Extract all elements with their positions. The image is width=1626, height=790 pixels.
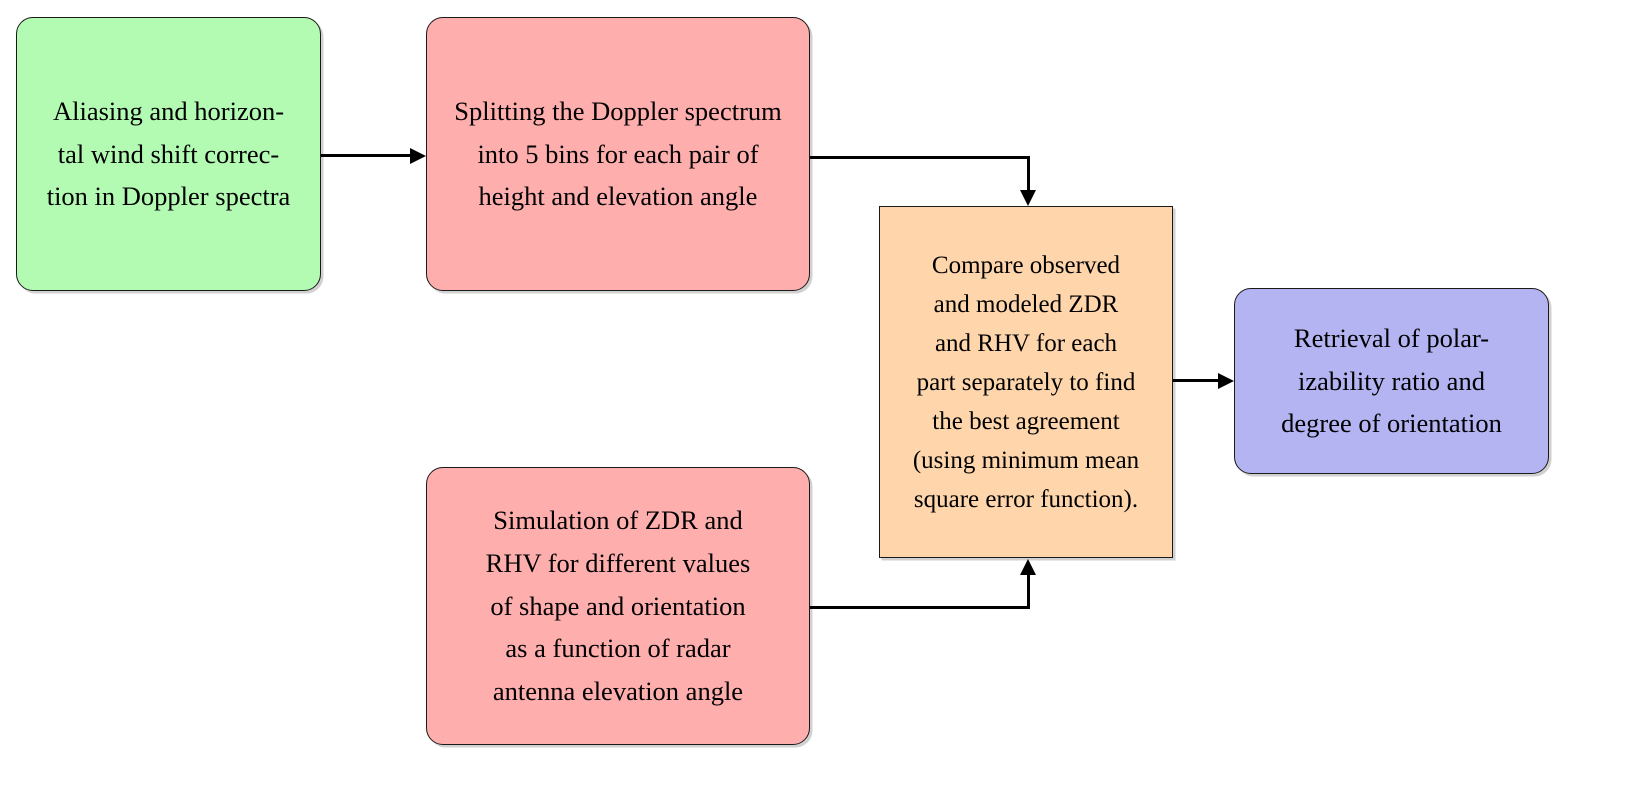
edge-aliasing-to-splitting-line <box>321 154 411 157</box>
node-simulation-label: Simulation of ZDR and RHV for different … <box>485 504 751 707</box>
node-splitting-doppler-spectrum[interactable]: Splitting the Doppler spectrum into 5 bi… <box>426 17 810 291</box>
edge-simulation-to-compare-vertical <box>1027 574 1030 609</box>
node-retrieval-label: Retrieval of polar- izability ratio and … <box>1281 322 1502 439</box>
node-aliasing-label: Aliasing and horizon- tal wind shift cor… <box>46 95 291 212</box>
edge-splitting-to-compare-arrowhead-icon <box>1020 190 1036 206</box>
edge-simulation-to-compare-horizontal <box>810 606 1030 609</box>
edge-compare-to-retrieval-arrowhead-icon <box>1218 372 1234 389</box>
edge-splitting-to-compare-horizontal <box>810 156 1030 159</box>
node-simulation-zdr-rhv[interactable]: Simulation of ZDR and RHV for different … <box>426 467 810 745</box>
edge-simulation-to-compare-arrowhead-icon <box>1020 559 1036 575</box>
edge-compare-to-retrieval-line <box>1173 379 1219 382</box>
node-compare-observed-modeled[interactable]: Compare observed and modeled ZDR and RHV… <box>879 206 1173 558</box>
node-compare-label: Compare observed and modeled ZDR and RHV… <box>912 251 1140 513</box>
node-aliasing-wind-shift-correction[interactable]: Aliasing and horizon- tal wind shift cor… <box>16 17 321 291</box>
node-splitting-label: Splitting the Doppler spectrum into 5 bi… <box>454 95 782 212</box>
node-retrieval-polarizability-ratio[interactable]: Retrieval of polar- izability ratio and … <box>1234 288 1549 474</box>
edge-splitting-to-compare-vertical <box>1027 156 1030 192</box>
edge-aliasing-to-splitting-arrowhead-icon <box>410 147 426 164</box>
